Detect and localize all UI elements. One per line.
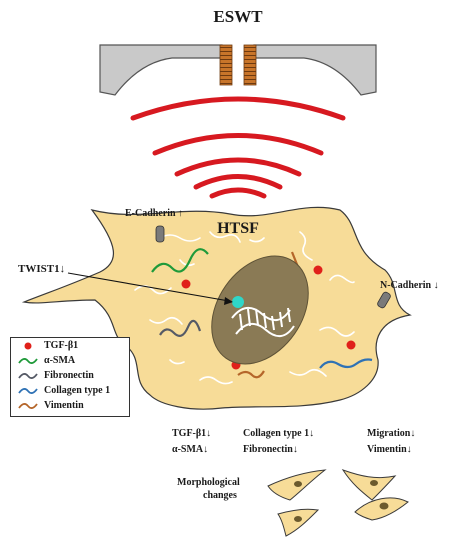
effect-text: α-SMA↓ [172,444,208,455]
e-cadherin-label: E-Cadherin ↑ [125,208,183,219]
brown-wave-icon [18,403,38,409]
alpha-sma-filament [151,248,209,273]
effect-text: Fibronectin↓ [243,444,298,455]
cell-nucleus-icon [294,481,302,487]
shock-wave-5 [209,187,267,199]
nucleus [211,255,309,365]
shock-waves [130,96,346,199]
elongated-cell-icon [341,469,397,501]
morph-label: changes [203,490,237,501]
legend-item-collagen: Collagen type 1 [11,384,129,398]
blue-wave-icon [18,388,38,394]
shock-wave-3 [174,157,302,177]
effect-text: Migration↓ [367,428,415,439]
n-cadherin-receptor [377,291,391,309]
shock-wave-1 [130,96,346,121]
legend-label: Collagen type 1 [44,385,111,396]
transducer-right-housing [253,44,377,96]
legend-item-fibronectin: Fibronectin [11,369,129,383]
shockwave-transducer [99,44,377,96]
vimentin-filament [237,370,265,379]
effect-text: Collagen type 1↓ [243,428,314,439]
tgf-beta1-dot [313,265,323,275]
n-cadherin-label: N-Cadherin ↓ [380,280,439,291]
fibronectin-filament [159,319,202,337]
twist1-label: TWIST1↓ [18,263,65,275]
shock-wave-2 [152,133,324,156]
legend-label: Vimentin [44,400,84,411]
cell-nucleus-icon [379,502,389,510]
shock-wave-4 [193,174,283,190]
transducer-coil-left [219,44,233,86]
diagram-title: ESWT [213,7,263,26]
cell-type-label: HTSF [217,220,259,237]
elongated-cell-icon [277,508,320,537]
effect-text: TGF-β1↓ [172,428,211,439]
effect-text: Vimentin↓ [367,444,412,455]
effects-group: TGF-β1↓ α-SMA↓ Collagen type 1↓ Fibronec… [172,428,415,455]
transducer-coil-right [243,44,257,86]
legend-label: TGF-β1 [44,340,79,351]
morph-label: Morphological [177,477,240,488]
red-dot-icon [24,342,32,350]
cell-nucleus-icon [370,480,378,486]
gray-wave-icon [18,373,38,379]
legend-item-tgf-beta1: TGF-β1 [11,339,129,353]
legend-label: Fibronectin [44,370,94,381]
legend: TGF-β1 α-SMA Fibronectin Collagen type 1… [10,337,130,417]
e-cadherin-receptor [155,225,165,243]
twist1-arrow [67,272,230,302]
tgf-beta1-dot [181,279,191,289]
legend-label: α-SMA [44,355,76,366]
arrowhead-icon [224,297,233,305]
dna-strand-icon [231,307,295,337]
transducer-left-housing [99,44,223,96]
cell-nucleus-icon [294,516,302,522]
collagen-filament [319,358,373,369]
tgf-beta1-dot [346,340,356,350]
morph-cells [267,469,409,537]
elongated-cell-icon [354,497,409,521]
legend-item-vimentin: Vimentin [11,399,129,413]
green-wave-icon [18,358,38,364]
legend-item-alpha-sma: α-SMA [11,354,129,368]
cytoskeleton-fibers [134,231,355,385]
nucleolus [232,296,244,308]
